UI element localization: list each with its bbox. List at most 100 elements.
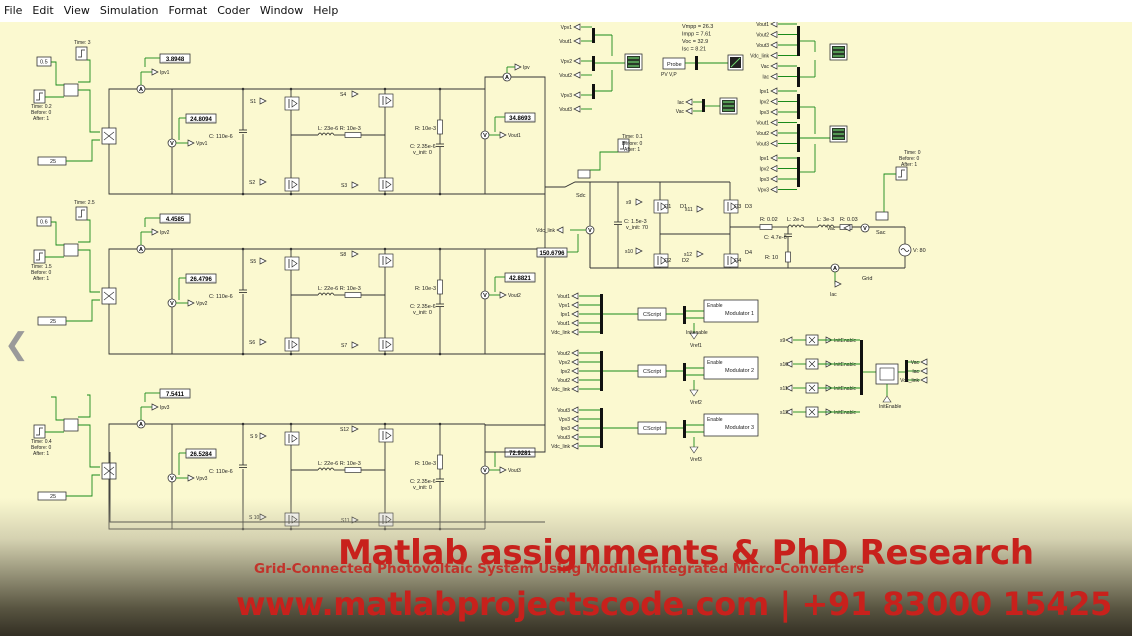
gating-input[interactable]: Vac <box>911 358 928 366</box>
load-resistor[interactable] <box>437 279 443 295</box>
sdc-switch[interactable] <box>577 169 591 179</box>
modulator-input[interactable]: Ipv1 <box>561 310 579 318</box>
irradiance-step[interactable] <box>75 46 88 61</box>
sum-block[interactable] <box>63 83 79 97</box>
ipv-display[interactable]: 7.5411 <box>159 388 191 399</box>
scope-input[interactable]: Vout3 <box>559 105 581 113</box>
gate-port[interactable] <box>635 198 643 206</box>
switch-bottom-right[interactable] <box>378 177 394 192</box>
gate-port[interactable] <box>351 250 359 258</box>
signal-port-ipv[interactable]: Ipv2 <box>151 228 170 236</box>
menu-help[interactable]: Help <box>313 4 339 17</box>
signal-port-ipv[interactable]: Ipv3 <box>151 403 170 411</box>
scope-input[interactable]: Vout2 <box>559 71 581 79</box>
init-enable-port[interactable]: InitEnable <box>825 408 856 416</box>
gate-port[interactable] <box>351 341 359 349</box>
scope-input[interactable]: Vpv3 <box>758 185 778 194</box>
signal-port-vout[interactable]: Vout3 <box>499 466 521 474</box>
vpv-display[interactable]: 26.4796 <box>185 273 217 284</box>
signal-port[interactable] <box>834 280 842 288</box>
output-voltage-meter[interactable]: V <box>480 290 490 300</box>
vpv-display[interactable]: 26.5284 <box>185 448 217 459</box>
ipv-display[interactable]: 3.8948 <box>159 53 191 64</box>
modulator-input[interactable]: Vout1 <box>557 292 579 300</box>
grid-voltage-meter[interactable]: V <box>860 223 870 233</box>
signal-port-vout[interactable]: Vout2 <box>499 291 521 299</box>
sac-switch[interactable] <box>875 211 889 221</box>
series-resistor[interactable] <box>344 292 362 298</box>
scope-input[interactable]: Vdc_link <box>750 51 778 60</box>
load-resistor[interactable] <box>437 119 443 135</box>
scope-pv-voltages[interactable] <box>624 53 643 71</box>
load-resistor[interactable] <box>437 454 443 470</box>
scope-input[interactable]: Vout2 <box>756 129 778 137</box>
gate-output[interactable] <box>785 360 793 368</box>
scope-input[interactable]: Vout3 <box>756 139 778 148</box>
sum-block[interactable] <box>63 418 79 432</box>
ipv-current-meter[interactable]: A <box>502 72 512 82</box>
gate-port[interactable] <box>696 205 704 213</box>
damping-resistor[interactable] <box>785 251 791 263</box>
irradiance-constant[interactable] <box>36 216 52 227</box>
inverter-q3[interactable] <box>723 199 739 214</box>
gate-port[interactable] <box>259 257 267 265</box>
series-resistor[interactable] <box>344 467 362 473</box>
switch-bottom[interactable] <box>284 337 300 352</box>
switch-top-right[interactable] <box>378 93 394 108</box>
temperature-step[interactable] <box>33 249 46 264</box>
series-inductor[interactable] <box>317 132 335 136</box>
scope-input[interactable]: Iac <box>677 98 693 106</box>
modulator-block[interactable] <box>703 356 759 380</box>
modulator-block[interactable] <box>703 413 759 437</box>
dc-link-voltage-meter[interactable]: V <box>585 225 595 235</box>
scope-input[interactable]: Vpv3 <box>561 91 581 99</box>
signal-port-ipv[interactable]: Ipv1 <box>151 68 170 76</box>
scope-input[interactable]: Vout2 <box>756 30 778 39</box>
scope-input[interactable]: Vpv2 <box>561 57 581 65</box>
menu-file[interactable]: File <box>4 4 23 17</box>
gating-script-block[interactable] <box>875 363 899 385</box>
scope-input[interactable]: Iac <box>762 72 778 81</box>
scope-input[interactable]: Vout1 <box>756 118 778 127</box>
modulator-input[interactable]: Vout2 <box>557 349 579 357</box>
scope-grid[interactable] <box>719 97 738 115</box>
inverter-q1[interactable] <box>653 199 669 214</box>
switch-bottom[interactable] <box>284 177 300 192</box>
switch-top[interactable] <box>284 96 300 111</box>
modulator-input[interactable]: Vpv1 <box>559 301 579 309</box>
output-voltage-meter[interactable]: V <box>480 130 490 140</box>
inverter-q2[interactable] <box>653 253 669 268</box>
gate-output[interactable] <box>785 384 793 392</box>
sum-block[interactable] <box>63 243 79 257</box>
gate-output[interactable] <box>785 408 793 416</box>
gate-port[interactable] <box>696 250 704 258</box>
modulator-input[interactable]: Vdc_link <box>551 385 579 393</box>
menu-window[interactable]: Window <box>259 4 304 17</box>
gate-port[interactable] <box>351 90 359 98</box>
voltage-meter[interactable]: V <box>167 138 177 148</box>
modulator-input[interactable]: Vout2 <box>557 376 579 384</box>
vout-display[interactable]: 34.8693 <box>504 112 536 123</box>
series-inductor[interactable] <box>317 292 335 296</box>
switch-top[interactable] <box>284 256 300 271</box>
vout-display[interactable]: 42.8821 <box>504 272 536 283</box>
switch-bottom-right[interactable] <box>378 337 394 352</box>
inverter-q4[interactable] <box>723 253 739 268</box>
pv-probe[interactable] <box>662 57 686 70</box>
series-resistor[interactable] <box>344 132 362 138</box>
filter-resistor[interactable] <box>759 224 773 230</box>
scroll-left-icon[interactable]: ❮ <box>4 327 30 362</box>
menu-coder[interactable]: Coder <box>217 4 250 17</box>
signal-port-vpv[interactable]: Vpv2 <box>187 299 208 307</box>
sdc-step[interactable] <box>617 138 630 153</box>
current-meter[interactable]: A <box>136 84 146 94</box>
menu-edit[interactable]: Edit <box>32 4 54 17</box>
signal-port-vpv[interactable]: Vpv1 <box>187 139 208 147</box>
current-meter[interactable]: A <box>136 419 146 429</box>
init-enable-port[interactable]: InitEnable <box>825 384 856 392</box>
switch-top-right[interactable] <box>378 253 394 268</box>
modulator-input[interactable]: Vdc_link <box>551 328 579 336</box>
gating-input[interactable]: Vdc_link <box>900 376 928 384</box>
